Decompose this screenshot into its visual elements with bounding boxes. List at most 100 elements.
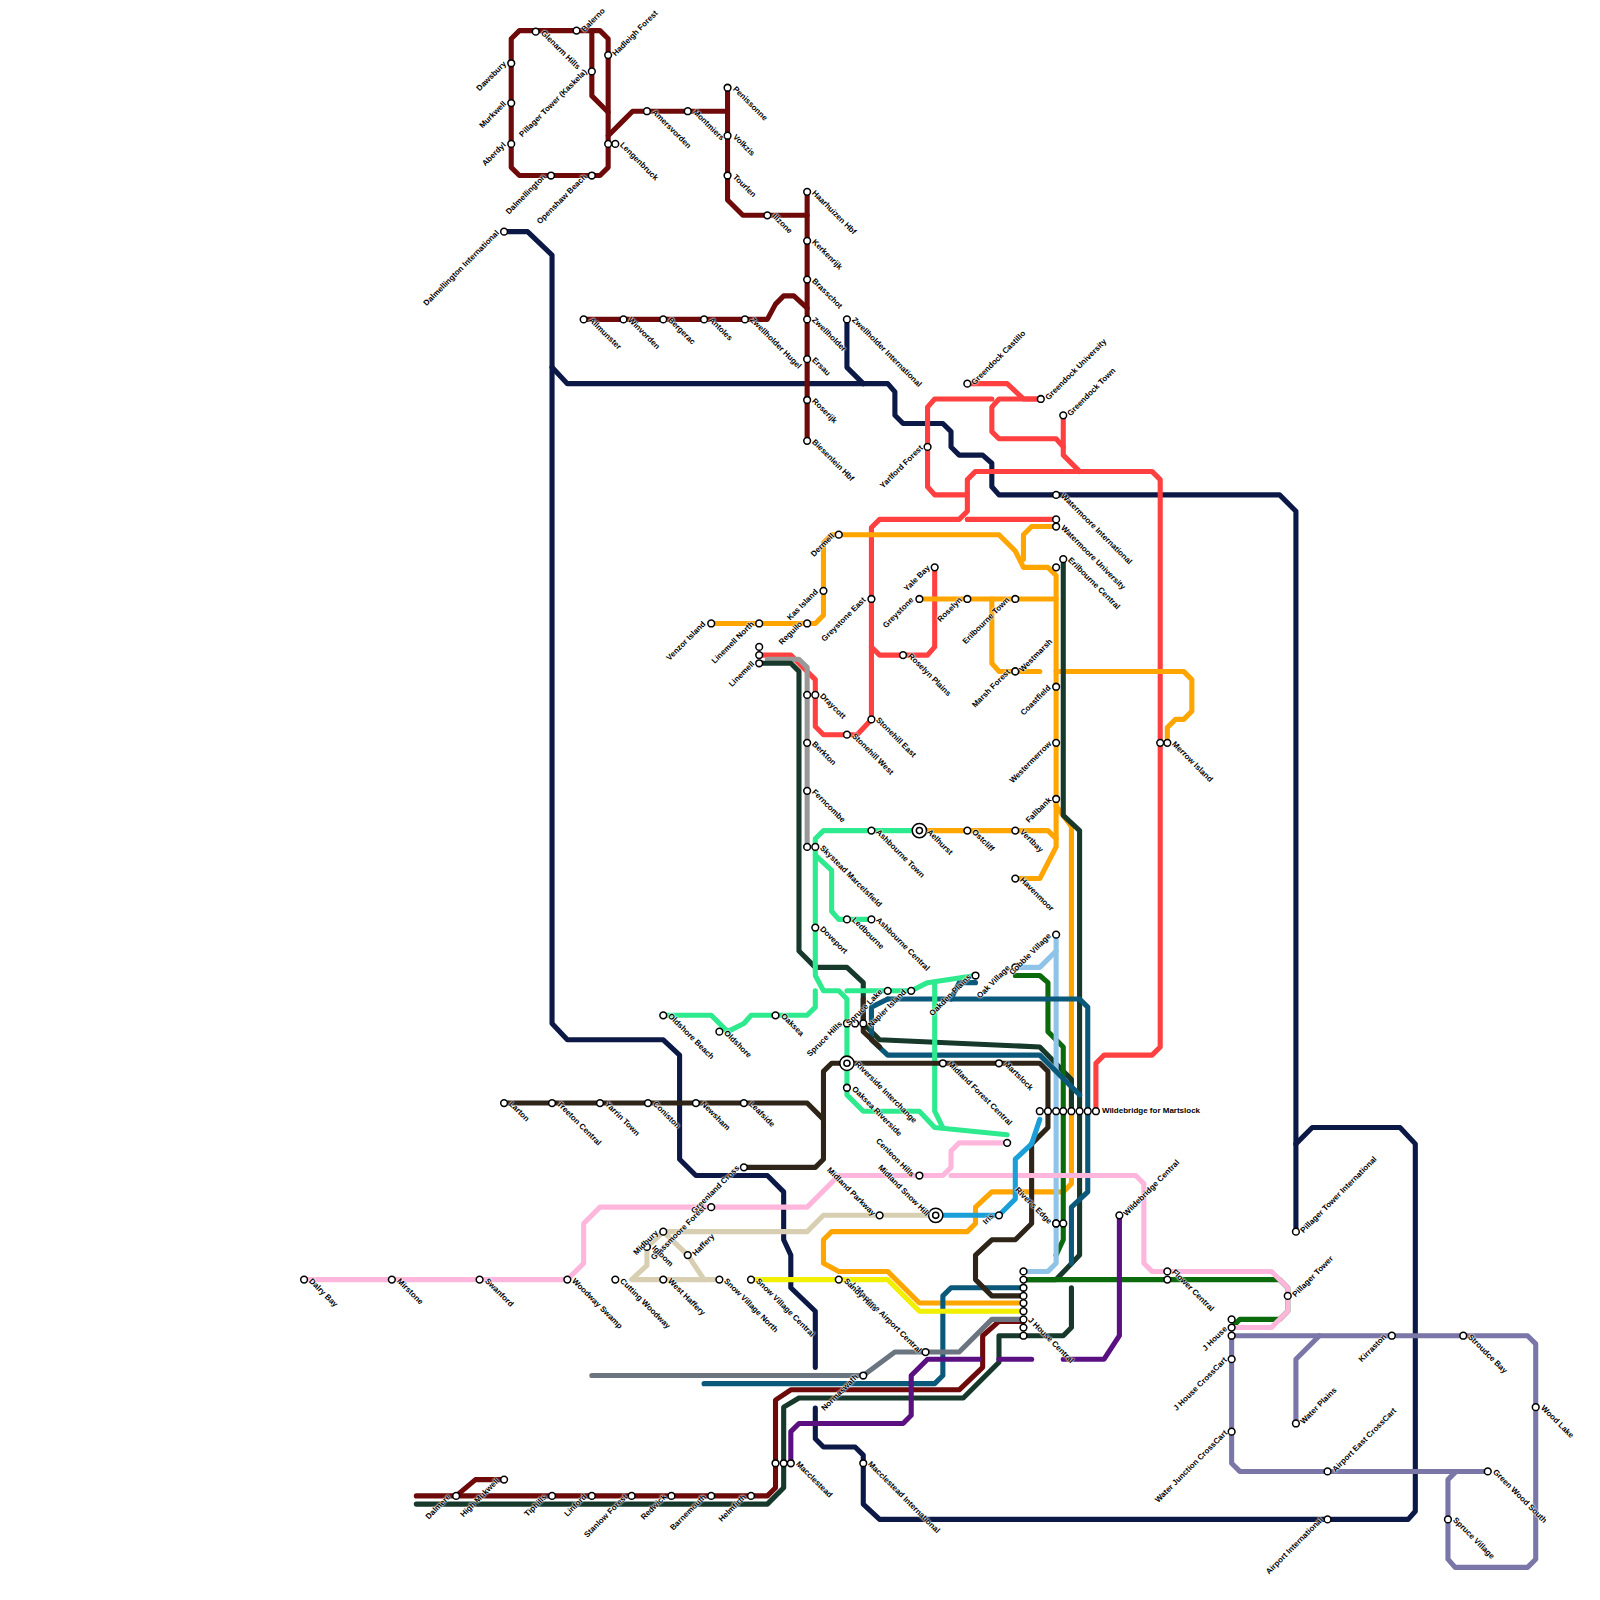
rail-line [711,535,1056,879]
station-marker [804,437,811,444]
station-label: Ersau [810,356,833,379]
station-label: Wildebridge Central [1122,1158,1182,1218]
station-label: Ashbourne Town [874,827,927,880]
station-label: Penissonne [730,84,769,123]
station-label: Illzone [770,212,795,237]
station-markers [301,27,1539,1523]
station-marker [1020,1316,1027,1323]
station-label: Zwellholder [810,316,849,355]
station-label: Dawsbury [475,60,509,94]
station-marker [628,1493,635,1500]
station-marker [1037,396,1044,403]
station-label: Montmiers [690,108,726,144]
rail-line [1023,527,1056,560]
station-marker [716,1028,723,1035]
station-marker [1004,1139,1011,1146]
station-label: Larton [507,1100,532,1125]
station-label: Helmfirth [717,1492,749,1524]
station-label: Pillager Tower International [1298,1154,1379,1235]
station-marker [573,27,580,34]
station-label: Volkzis [730,132,756,158]
station-marker [708,1493,715,1500]
station-marker [772,1460,779,1467]
station-marker [1060,1108,1067,1115]
station-marker [748,1493,755,1500]
station-label: Woodway Swamp [570,1276,625,1331]
station-marker [912,823,926,837]
station-label: Newsham [698,1100,731,1133]
station-label: Stonehill East [874,716,918,760]
station-marker [1060,1220,1067,1227]
station-marker [588,68,595,75]
rail-line [728,88,808,216]
station-marker [972,972,979,979]
rail-line [584,296,807,319]
station-marker [860,1372,867,1379]
station-label: Zwellholder International [849,316,923,390]
station-label: Bergerac [666,316,698,348]
station-label: Brasschot [810,276,845,311]
station-label: Glenarm Hills [538,28,582,72]
station-label: Barnemouth [668,1492,708,1532]
station-label: Mirstone [394,1276,425,1307]
station-label: Antoles [707,316,735,344]
station-marker [804,276,811,283]
station-label: Redwick [639,1492,669,1522]
station-label: Dalry Bay [307,1276,340,1309]
station-label: Aberdyl [480,140,508,168]
station-marker [908,987,915,994]
station-marker [644,108,651,115]
station-label: Stanlow Forest [582,1492,630,1540]
station-label: Doveport [818,924,850,956]
station-marker [564,1276,571,1283]
rail-line [823,1063,1047,1296]
station-marker [660,1228,667,1235]
station-marker [996,1212,1003,1219]
station-label: Macclestead International [866,1460,942,1536]
station-label: Dalmellington [504,172,548,216]
station-label: Biesenlein Hbf [810,437,856,483]
station-label: Westmarsh [1018,637,1055,674]
station-marker [1020,1300,1027,1307]
rail-line [928,399,1080,495]
station-label: Draycott [818,691,848,721]
rail-line [504,232,815,1368]
station-marker [964,827,971,834]
station-label: Aelhurst [925,827,955,857]
station-marker [804,739,811,746]
station-marker [844,731,851,738]
station-marker [884,987,891,994]
station-label: Pillager Tower (Kaskela) [517,68,589,140]
station-marker [549,1100,556,1107]
station-label: Allmunster [586,316,623,353]
station-label: Coniston [650,1100,682,1132]
station-marker [612,1276,619,1283]
station-marker [684,108,691,115]
rail-line [416,1288,1071,1504]
station-marker [860,1020,867,1027]
station-marker [1460,1332,1467,1339]
station-marker [508,100,515,107]
station-label: J House [1200,1324,1229,1353]
station-label: Spruce Village [1450,1516,1496,1562]
station-marker [1228,1316,1235,1323]
station-marker [804,844,811,851]
station-marker [1020,1276,1027,1283]
station-label: Balerno [579,6,607,34]
station-label: Oakden Plains [927,972,973,1018]
station-marker [804,356,811,363]
station-marker [708,1204,715,1211]
station-label: Wood Lake [1538,1404,1575,1441]
station-marker [1445,1516,1452,1523]
station-marker [301,1276,308,1283]
station-label: Fallbank [1024,795,1054,825]
station-marker [1228,1332,1235,1339]
station-marker [922,1349,929,1356]
station-marker [1388,1332,1395,1339]
station-marker [501,1100,508,1107]
station-marker [508,141,515,148]
station-marker [668,1493,675,1500]
station-label: Normaswath [820,1372,861,1413]
station-label: Cobble Village [1008,931,1054,977]
